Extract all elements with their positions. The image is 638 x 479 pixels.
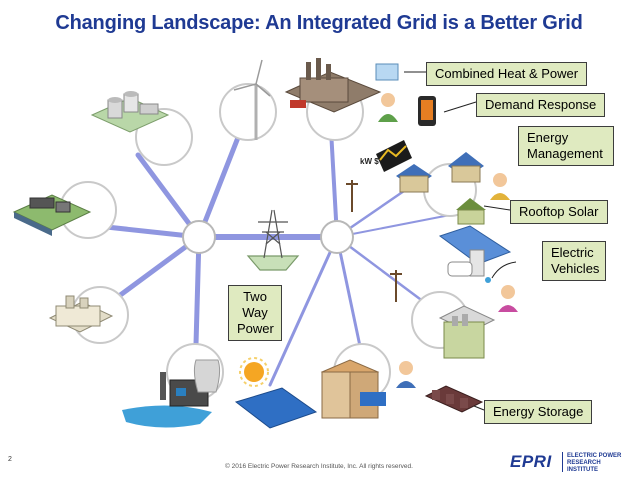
slide-title: Changing Landscape: An Integrated Grid i…	[55, 12, 583, 34]
meter-chart-icon	[376, 140, 412, 172]
commercial-building-icon	[320, 359, 386, 419]
substation-icon	[438, 305, 496, 359]
callout-electric-vehicles: Electric Vehicles	[542, 241, 606, 281]
callout-energy-management: Energy Management	[518, 126, 614, 166]
person-icon-house	[490, 173, 510, 200]
callout-energy-storage: Energy Storage	[484, 400, 593, 424]
ev-charging-icon	[438, 225, 512, 283]
page-number: 2	[8, 456, 12, 463]
person-icon-demand	[378, 93, 398, 122]
person-icon-ev	[498, 285, 518, 312]
solar-house-icon-1	[396, 164, 432, 193]
callout-rooftop-solar: Rooftop Solar	[510, 200, 608, 224]
epri-logo: EPRI ELECTRIC POWER RESEARCH INSTITUTE	[510, 450, 628, 474]
coal-plant-icon	[12, 194, 92, 236]
copyright-text: © 2016 Electric Power Research Institute…	[225, 463, 413, 470]
utility-pole-icon-2	[390, 270, 402, 302]
smartphone-icon	[418, 96, 436, 126]
nuclear-plant-icon	[90, 91, 170, 133]
transmission-tower-icon	[246, 209, 300, 271]
callout-connectors	[404, 71, 517, 411]
callout-combined-heat-power: Combined Heat & Power	[426, 62, 588, 86]
chp-unit-icon	[375, 63, 399, 81]
factory-icon	[48, 295, 114, 333]
person-icon-building	[396, 361, 416, 388]
wind-turbine-icon	[233, 59, 271, 140]
chp-factory-icon	[284, 58, 382, 113]
battery-storage-icon	[424, 385, 484, 413]
power-plant-icon	[122, 359, 221, 428]
sun-icon	[239, 357, 269, 387]
callout-demand-response: Demand Response	[476, 93, 606, 117]
logo-divider	[562, 452, 563, 472]
callout-two-way-power: Two Way Power	[228, 285, 282, 341]
rooftop-solar-house-icon	[456, 198, 486, 225]
logo-text: ELECTRIC POWER RESEARCH INSTITUTE	[567, 453, 622, 473]
utility-pole-icon-1	[346, 180, 358, 212]
meter-label: kW $	[360, 157, 379, 166]
solar-house-icon-2	[448, 152, 484, 183]
logo-mark: EPRI	[510, 452, 552, 471]
solar-farm-icon	[234, 387, 318, 429]
